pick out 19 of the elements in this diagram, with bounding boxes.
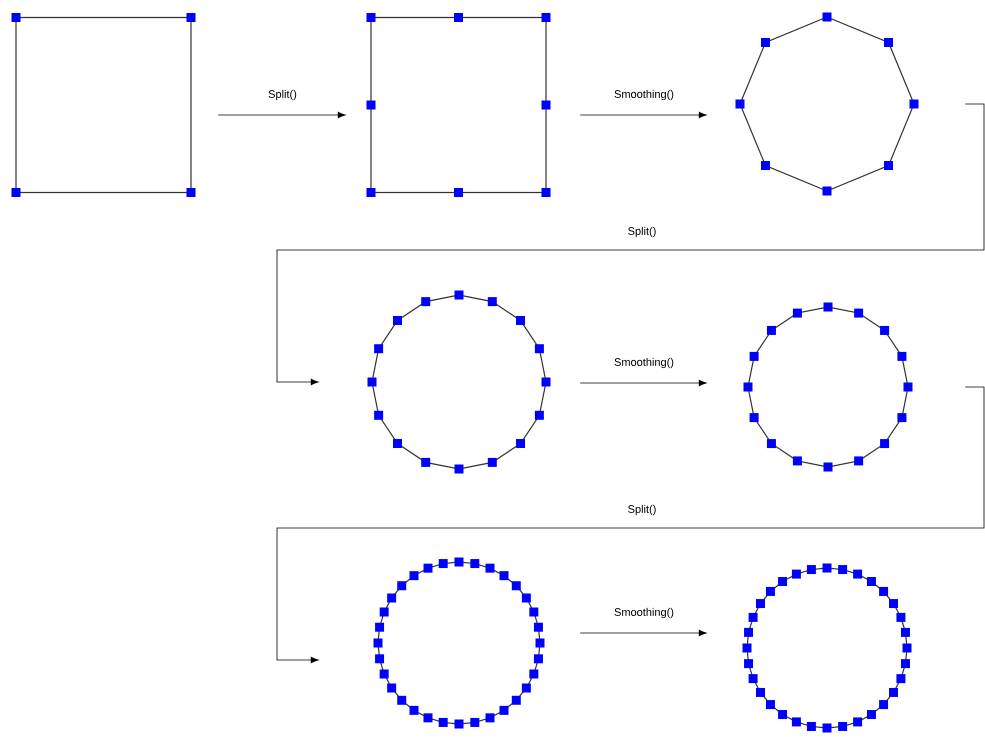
polygon-drawing	[12, 13, 196, 197]
polygon-drawing	[736, 12, 918, 196]
edge-label: Smoothing()	[614, 90, 674, 100]
arrow	[580, 112, 707, 118]
polygon-drawing	[742, 564, 912, 732]
arrow	[276, 104, 984, 386]
arrow	[580, 630, 707, 636]
edge-label: Smoothing()	[614, 358, 674, 368]
arrow	[218, 112, 346, 118]
arrow	[276, 386, 984, 664]
polygon-drawing	[366, 13, 550, 197]
edge-label: Split()	[628, 226, 656, 238]
polygon-drawing	[374, 558, 544, 728]
edge-label: Smoothing()	[614, 608, 674, 618]
edge-label: Split()	[268, 90, 296, 100]
arrow	[580, 380, 707, 386]
polygon-drawing	[368, 290, 550, 474]
edge-label: Split()	[628, 504, 656, 516]
polygon-drawing	[744, 302, 912, 472]
